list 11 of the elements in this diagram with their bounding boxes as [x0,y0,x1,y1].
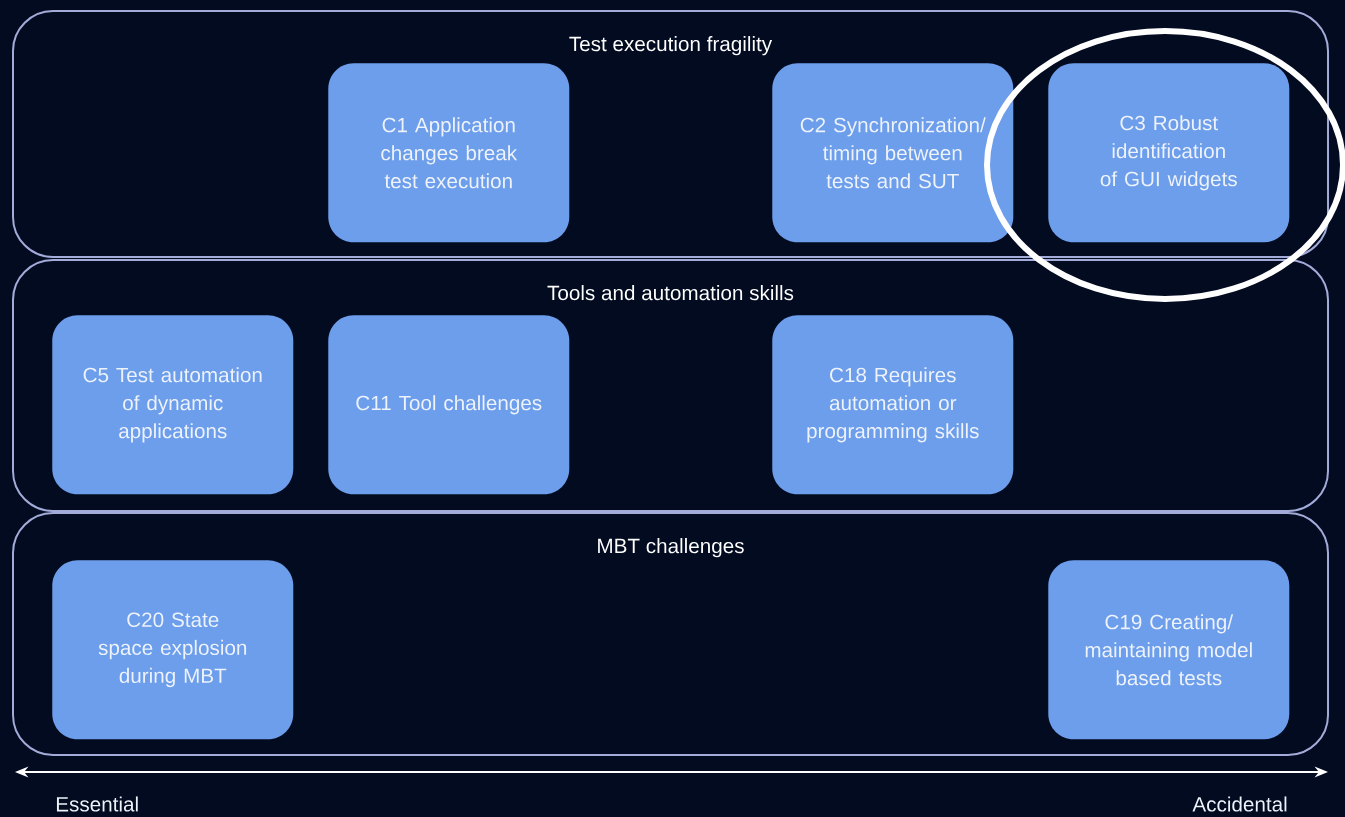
challenge-box: C19 Creating/ maintaining model based tests [1048,560,1290,740]
challenge-box: C18 Requires automation or programming skills [772,315,1014,495]
challenge-box: C2 Synchronization/ timing between tests and SUT [772,63,1014,243]
challenge-box: C20 State space explosion during MBT [52,560,294,740]
challenge-box: C3 Robust identification of GUI widgets [1048,63,1290,243]
axis-label: Accidental [1192,796,1287,812]
challenge-box: C11 Tool challenges [328,315,570,495]
challenge-box: C1 Application changes break test execution [328,63,570,243]
challenge-box: C5 Test automation of dynamic applications [52,315,294,495]
node-label: C3 Robust identification of GUI widgets [1100,115,1237,191]
axis-label: Essential [56,796,138,812]
